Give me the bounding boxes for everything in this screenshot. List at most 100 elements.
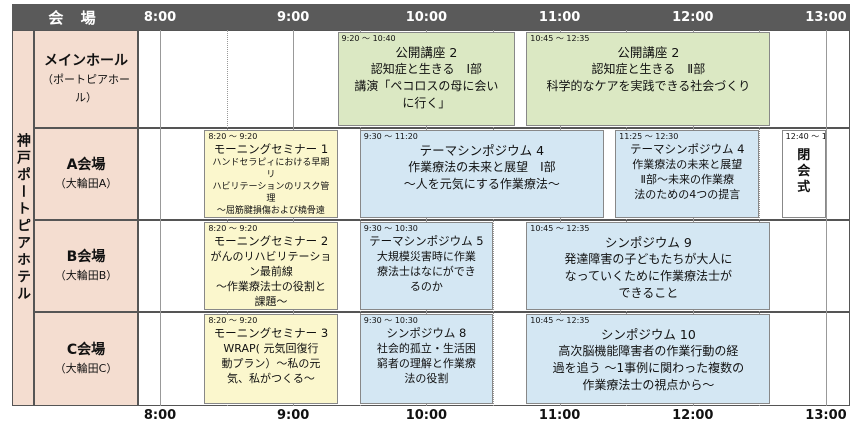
session-desc-line: 作業療法の未来と展望 (632, 158, 743, 171)
room-label: A会場（大輪田A） (34, 128, 138, 220)
room-label: C会場 （大輪田C） (34, 312, 138, 406)
venue-header: 会 場 (12, 4, 138, 30)
time-label-top: 12:00 (672, 10, 714, 25)
session-title: テーマシンポジウム 5 (369, 234, 484, 248)
venue-header-label: 会 場 (48, 8, 102, 27)
session-desc-line: 講演「ペコロスの母に会い (354, 79, 499, 93)
half-hour-gridline (759, 30, 761, 406)
session-title: シンポジウム 9 (604, 235, 692, 250)
session-desc-line: ～人を元気にする作業療法～ (403, 177, 560, 191)
session-desc-line: に行く」 (402, 96, 451, 110)
session-desc-line: ハビリテーションのリスク管理 (212, 182, 330, 204)
session-desc-line: 位端骨折を中心に～ (208, 217, 333, 218)
session-desc-line: 法の役割 (404, 372, 449, 385)
session-block[interactable]: 10:45 ～ 12:35 シンポジウム 10 高次脳機能障害者の作業行動の経過を追… (526, 314, 771, 404)
session-title: モーニングセミナー 2 (213, 234, 329, 248)
hour-gridline (559, 30, 561, 406)
time-label-bottom: 11:00 (538, 408, 581, 423)
session-desc-line: WRAP( 元気回復行 (223, 342, 319, 355)
session-title: モーニングセミナー 3 (213, 326, 329, 340)
session-desc-line: 作業療法士の視点から～ (582, 378, 715, 392)
time-label-bottom: 8:00 (143, 408, 177, 423)
room-sub: （ポートピアホール） (42, 73, 130, 104)
time-label-bottom: 13:00 (805, 408, 847, 423)
session-time: 8:20 ～ 9:20 (208, 224, 258, 233)
hour-gridline (426, 30, 428, 406)
room-sub: （大輪田C） (54, 362, 118, 375)
hour-gridline (692, 30, 694, 406)
session-time: 8:20 ～ 9:20 (208, 132, 258, 141)
time-header (138, 4, 850, 30)
time-label-bottom: 9:00 (277, 408, 310, 423)
room-sub: （大輪田B） (54, 269, 118, 282)
session-block[interactable]: 10:45 ～ 12:35 シンポジウム 9 発達障害の子どもたちが大人になっていく… (526, 222, 771, 310)
hour-gridline (826, 30, 827, 406)
session-desc-line: 社会的孤立・生活困 (376, 342, 476, 355)
session-title: テーマシンポジウム 4 (630, 142, 745, 156)
session-desc-line: 科学的なケアを実践できる社会づくり (546, 79, 751, 93)
room-label: メインホール （ポートピアホール） (34, 30, 138, 128)
session-desc-line: 窮者の理解と作業療 (376, 357, 476, 370)
time-label-top: 13:00 (805, 10, 847, 25)
session-time: 10:45 ～ 12:35 (530, 316, 590, 325)
session-desc-line: 認知症と生きる Ⅰ部 (370, 62, 483, 76)
session-desc-line: 高次脳機能障害者の作業行動の経 (558, 344, 739, 358)
time-label-top: 10:00 (405, 10, 448, 25)
session-title: 公開講座 2 (395, 45, 458, 60)
half-hour-gridline (626, 30, 628, 406)
half-hour-gridline (493, 30, 494, 406)
session-title: テーマシンポジウム 4 (419, 143, 545, 158)
room-name: A会場 (66, 157, 106, 173)
session-time: 8:20 ～ 9:20 (208, 316, 258, 325)
hotel-label: 神戸ポートピアホテル (12, 30, 34, 406)
session-desc-line: 課題～ (254, 295, 288, 308)
session-desc-line: 療法士はなにができ (377, 265, 476, 278)
session-desc-line: るのか (409, 280, 443, 293)
session-desc-line: 認知症と生きる Ⅱ部 (591, 62, 706, 76)
time-label-top: 8:00 (143, 10, 177, 25)
session-time: 9:30 ～ 10:30 (363, 224, 418, 233)
room-name: C会場 (66, 342, 106, 358)
session-block[interactable]: 9:20 ～ 10:40 公開講座 2 認知症と生きる Ⅰ部講演「ペコロスの母に会い… (337, 32, 516, 126)
session-desc-line: ハンドセラピィにおける早期リ (212, 158, 330, 180)
session-desc-line: 発達障害の子どもたちが大人に (564, 252, 733, 266)
session-title: モーニングセミナー 1 (213, 142, 329, 156)
session-desc-line: 作業療法の未来と展望 Ⅰ部 (408, 160, 556, 174)
session-time: 10:45 ～ 12:35 (530, 34, 590, 43)
half-hour-gridline (359, 30, 361, 406)
session-desc-line: 過を追う ～1事例に関わった複数の (552, 361, 745, 375)
session-desc-line: Ⅱ部～未来の作業療 (640, 173, 734, 186)
time-label-bottom: 12:00 (672, 408, 714, 423)
session-desc-line: ～屈筋腱損傷および橈骨遠 (216, 206, 325, 216)
half-hour-gridline (226, 30, 228, 406)
time-label-bottom: 10:00 (405, 408, 448, 423)
time-label-top: 9:00 (277, 10, 310, 25)
session-time: 9:30 ～ 11:20 (363, 132, 418, 141)
session-title: シンポジウム 8 (386, 326, 467, 340)
hotel-name: 神戸ポートピアホテル (15, 133, 31, 303)
session-time: 11:25 ～ 12:30 (619, 132, 679, 141)
session-desc-line: 気、私がつくる～ (227, 372, 315, 385)
room-name: メインホール (44, 53, 128, 69)
session-time: 10:45 ～ 12:35 (530, 224, 590, 233)
room-label: B会場（大輪田B） (34, 220, 138, 312)
session-block[interactable]: 12:40 ～ 13:00閉会式 (781, 130, 826, 218)
session-title: シンポジウム 10 (600, 327, 696, 342)
session-desc-line: 法のための4つの提言 (634, 188, 741, 201)
session-desc-line: がんのリハビリテーショ (210, 250, 332, 263)
hour-gridline (160, 30, 161, 406)
session-time: 9:20 ～ 10:40 (341, 34, 396, 43)
session-desc-line: ン最前線 (248, 265, 293, 278)
session-desc-line: 動プラン）～私の元 (221, 357, 321, 370)
session-desc-line: なっていくために作業療法士が (564, 269, 733, 283)
session-desc-line: 大規模災害時に作業 (376, 250, 476, 263)
